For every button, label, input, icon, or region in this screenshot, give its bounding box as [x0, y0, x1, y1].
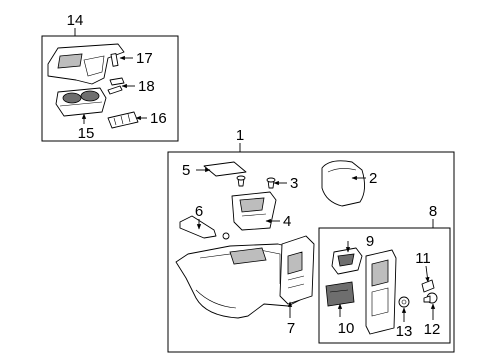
part-17-bezel: [47, 43, 125, 85]
part-13-knob: [398, 296, 410, 308]
part-4-bin: [231, 191, 277, 231]
part-10-outlet: [325, 281, 355, 307]
group-box-14: [41, 35, 179, 142]
console-base: [175, 243, 301, 319]
callout-6: 6: [195, 203, 203, 220]
callout-8: 8: [429, 203, 437, 220]
part-17-clip: [110, 53, 119, 67]
part-2-lid: [321, 160, 365, 207]
callout-4: 4: [283, 213, 291, 230]
part-16-pad: [107, 111, 139, 129]
part-15-cupholder: [55, 87, 107, 117]
callout-14: 14: [67, 12, 84, 29]
callout-16: 16: [150, 110, 167, 127]
callout-5: 5: [182, 162, 190, 179]
callout-9: 9: [366, 233, 374, 250]
callout-17: 17: [136, 50, 153, 67]
callout-15: 15: [78, 125, 95, 142]
callout-11: 11: [415, 250, 431, 267]
callout-13: 13: [396, 323, 413, 340]
part-6-bracket: [179, 215, 230, 240]
group-box-8: [318, 227, 451, 344]
part-3-screws: [236, 175, 276, 189]
group-box-1: [167, 151, 455, 353]
callout-3: 3: [290, 175, 298, 192]
part-8-plate: [365, 249, 397, 335]
callout-7: 7: [287, 320, 295, 337]
part-18-strip: [107, 77, 125, 95]
part-7-panel: [279, 235, 315, 305]
callout-2: 2: [369, 170, 377, 187]
part-12-socket: [423, 292, 438, 304]
callout-10: 10: [338, 320, 355, 337]
part-5-pad: [203, 161, 247, 177]
callout-12: 12: [424, 321, 441, 338]
part-9-switch: [331, 247, 363, 275]
callout-18: 18: [138, 78, 155, 95]
callout-1: 1: [236, 127, 244, 144]
